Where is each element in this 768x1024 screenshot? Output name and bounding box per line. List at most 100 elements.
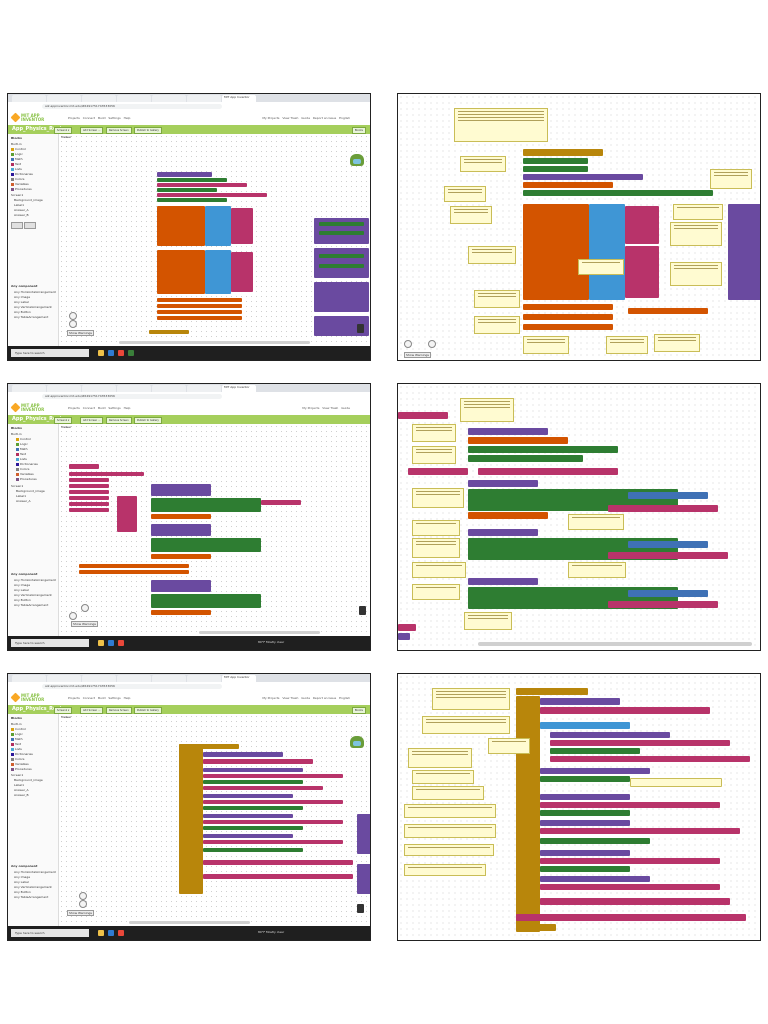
comment-bubble[interactable] (422, 716, 510, 734)
code-block[interactable] (179, 744, 239, 749)
comment-bubble[interactable] (412, 538, 460, 558)
palette-item-background[interactable]: Background_image (16, 489, 45, 493)
comment-bubble[interactable] (670, 262, 722, 286)
any-component-item[interactable]: Any Label (14, 588, 29, 592)
code-block[interactable] (151, 594, 261, 608)
code-block[interactable] (203, 794, 293, 798)
code-block[interactable] (203, 768, 303, 772)
chrome-icon[interactable] (118, 640, 124, 646)
code-block[interactable] (540, 828, 740, 834)
code-block[interactable] (540, 884, 720, 890)
any-component-header[interactable]: Any component (11, 572, 38, 576)
code-block[interactable] (628, 590, 708, 597)
app-icon[interactable] (128, 350, 134, 356)
code-block[interactable] (203, 800, 343, 804)
blocks-button[interactable]: Blocks (351, 127, 366, 134)
browser-tab[interactable] (12, 675, 46, 682)
palette-item-control[interactable]: Control (11, 727, 26, 731)
code-block[interactable] (550, 740, 730, 746)
blocks-workspace[interactable]: Viewer Show Warnings (59, 134, 370, 346)
publish-gallery-button[interactable]: Publish to Gallery (134, 417, 162, 424)
code-block[interactable] (157, 183, 247, 187)
code-block[interactable] (203, 820, 343, 824)
code-block[interactable] (468, 446, 618, 453)
palette-item-builtin[interactable]: Built-in (11, 432, 22, 436)
code-block[interactable] (468, 529, 538, 536)
blocks-workspace[interactable]: Viewer Show Warnings (59, 424, 370, 636)
horizontal-scrollbar[interactable] (129, 921, 250, 924)
url-field[interactable]: ai2.appinventor.mit.edu/#649175174353305… (42, 104, 222, 109)
code-block[interactable] (203, 774, 343, 778)
any-component-item[interactable]: Any TableArrangement (14, 895, 49, 899)
comment-bubble[interactable] (412, 488, 464, 508)
code-block[interactable] (69, 472, 144, 476)
code-block[interactable] (157, 198, 227, 202)
palette-item-background[interactable]: Background_image (14, 198, 43, 202)
show-warnings-button[interactable]: Show Warnings (67, 330, 94, 336)
palette-item-answer-a[interactable]: Answer_A (14, 208, 29, 212)
browser-tab[interactable] (12, 385, 46, 392)
any-component-item[interactable]: Any Button (14, 598, 31, 602)
code-block[interactable] (540, 820, 630, 826)
palette-item-answer-a[interactable]: Answer_A (14, 788, 29, 792)
browser-tab[interactable] (117, 675, 151, 682)
taskbar-search[interactable]: Type here to search (11, 639, 89, 647)
menu-connect[interactable]: Connect (82, 406, 96, 410)
browser-tab-active[interactable]: MIT App Inventor (222, 95, 256, 102)
palette-item-answer-b[interactable]: Answer_B (14, 213, 29, 217)
palette-item-dictionaries[interactable]: Dictionaries (11, 172, 33, 176)
palette-item-lists[interactable]: Lists (16, 457, 27, 461)
horizontal-scrollbar[interactable] (199, 631, 320, 634)
code-block[interactable] (203, 860, 353, 865)
code-block[interactable] (523, 204, 589, 246)
comment-bubble[interactable] (454, 108, 548, 142)
palette-item-text[interactable]: Text (11, 742, 21, 746)
palette-item-logic[interactable]: Logic (16, 442, 28, 446)
browser-tab-active[interactable]: MIT App Inventor (222, 385, 256, 392)
browser-tab[interactable] (152, 675, 186, 682)
code-block[interactable] (69, 464, 99, 469)
browser-tab[interactable] (117, 385, 151, 392)
palette-item-text[interactable]: Text (11, 162, 21, 166)
any-component-item[interactable]: Any HorizontalArrangement (14, 870, 56, 874)
code-block[interactable] (203, 786, 323, 790)
palette-item-lists[interactable]: Lists (11, 747, 22, 751)
show-warnings-button[interactable]: Show Warnings (67, 910, 94, 916)
code-block[interactable] (540, 722, 630, 729)
code-block[interactable] (357, 814, 370, 854)
code-block[interactable] (203, 840, 343, 844)
url-field[interactable]: ai2.appinventor.mit.edu/#649175174353305… (42, 684, 222, 689)
code-block[interactable] (628, 492, 708, 499)
code-block[interactable] (149, 330, 189, 334)
browser-tab[interactable] (47, 675, 81, 682)
zoom-reset-icon[interactable] (69, 312, 77, 320)
comment-bubble[interactable] (673, 204, 723, 220)
code-block[interactable] (157, 316, 242, 320)
code-block[interactable] (319, 231, 364, 235)
code-block[interactable] (203, 759, 313, 764)
palette-item-label[interactable]: Label1 (14, 783, 25, 787)
palette-item-lists[interactable]: Lists (11, 167, 22, 171)
code-block[interactable] (540, 810, 630, 816)
zoom-in-icon[interactable] (79, 900, 87, 908)
comment-bubble[interactable] (404, 864, 486, 876)
palette-item-colors[interactable]: Colors (11, 757, 24, 761)
zoom-in-icon[interactable] (69, 612, 77, 620)
palette-item-math[interactable]: Math (11, 737, 23, 741)
palette-item-variables[interactable]: Variables (11, 762, 29, 766)
code-block[interactable] (540, 858, 720, 864)
comment-bubble[interactable] (412, 786, 484, 800)
code-block[interactable] (540, 802, 720, 808)
zoom-in-icon[interactable] (428, 340, 436, 348)
code-block[interactable] (314, 282, 369, 312)
code-block[interactable] (523, 304, 613, 310)
any-component-item[interactable]: Any HorizontalArrangement (14, 290, 56, 294)
palette-item-control[interactable]: Control (16, 437, 31, 441)
code-block[interactable] (261, 500, 301, 505)
menu-settings[interactable]: Settings (108, 116, 121, 120)
comment-bubble[interactable] (412, 446, 456, 464)
palette-item-background[interactable]: Background_image (14, 778, 43, 782)
code-block[interactable] (523, 190, 713, 196)
code-block[interactable] (540, 838, 650, 844)
browser-tab[interactable] (187, 385, 221, 392)
